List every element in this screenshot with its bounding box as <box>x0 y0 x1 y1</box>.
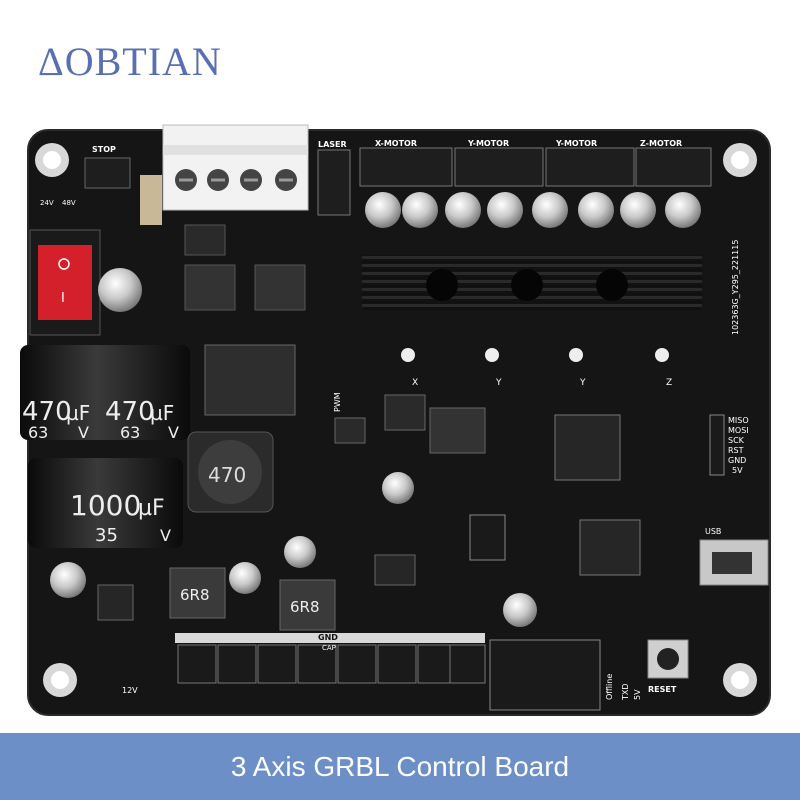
caption-bar: 3 Axis GRBL Control Board <box>0 733 800 800</box>
product-photo: STOP 24V 48V I 470 µF 470 µF 63 V 63 V 1… <box>20 124 771 716</box>
driver-pots <box>401 348 669 362</box>
silk-12v: 12V <box>122 686 138 695</box>
silk-x-motor: X-MOTOR <box>375 139 417 148</box>
bottom-limit-connectors <box>177 644 486 684</box>
control-board-image: STOP 24V 48V I 470 µF 470 µF 63 V 63 V 1… <box>20 124 771 716</box>
cap-63-b: 63 <box>120 423 140 442</box>
inductor-6r8-a: 6R8 <box>169 567 226 619</box>
silk-axis-y-1: Y <box>495 378 502 388</box>
silk-y-motor-2: Y-MOTOR <box>555 139 597 148</box>
brand-logo: ΔOBTIAN <box>38 39 222 84</box>
silk-gnd: GND <box>318 633 338 642</box>
silk-y-motor-1: Y-MOTOR <box>467 139 509 148</box>
ic-chips <box>97 224 641 621</box>
laser-connector <box>317 149 351 216</box>
cap-v-c: V <box>160 526 171 545</box>
fan-header <box>469 514 506 561</box>
inductor-6r8-b-label: 6R8 <box>290 598 320 616</box>
power-switch: I <box>29 229 101 336</box>
cap-35: 35 <box>95 525 118 546</box>
silk-sck: SCK <box>728 436 745 445</box>
voltage-jumper <box>140 175 162 225</box>
motor-connectors <box>359 147 712 187</box>
silk-laser: LASER <box>318 140 347 149</box>
capacitor-1000uf: 1000 µF 35 V <box>28 458 183 548</box>
serial-header <box>489 639 601 711</box>
silk-miso: MISO <box>728 416 749 425</box>
mounting-holes <box>35 143 757 697</box>
silk-axis-x: X <box>412 378 418 388</box>
bottom-header-strip <box>175 633 485 643</box>
silk-cap: CAP <box>322 644 336 652</box>
silk-txd: TXD <box>621 683 630 701</box>
power-terminal-block <box>162 124 309 211</box>
silk-reset: RESET <box>648 685 677 694</box>
silk-axis-y-2: Y <box>579 378 586 388</box>
silk-offline: Offline <box>605 674 614 700</box>
cap-470-unit-a: µF <box>66 401 90 425</box>
capacitor-470uf: 470 µF 470 µF 63 V 63 V <box>20 345 190 442</box>
inductor-470: 470 <box>187 431 274 513</box>
silk-48v: 48V <box>62 199 76 207</box>
cap-1000-unit: µF <box>138 496 165 521</box>
stop-connector <box>84 157 131 189</box>
silk-z-motor: Z-MOTOR <box>640 139 682 148</box>
silk-axis-z: Z <box>666 378 672 388</box>
cap-63-a: 63 <box>28 423 48 442</box>
silk-stop: STOP <box>92 145 116 154</box>
silk-rst: RST <box>728 446 744 455</box>
silk-5v-isp: 5V <box>732 466 743 475</box>
motor-capacitors <box>365 192 701 228</box>
cap-470-unit-b: µF <box>150 401 174 425</box>
silk-gnd-isp: GND <box>728 456 746 465</box>
cap-v-a: V <box>78 423 89 442</box>
product-caption: 3 Axis GRBL Control Board <box>230 750 570 782</box>
silk-24v: 24V <box>40 199 54 207</box>
misc-capacitors <box>50 268 537 627</box>
cap-1000-value: 1000 <box>70 489 141 522</box>
reset-button <box>647 639 689 679</box>
isp-header <box>709 414 725 476</box>
cap-470-value-a: 470 <box>22 397 72 427</box>
switch-mark: I <box>61 291 65 306</box>
inductor-6r8-b: 6R8 <box>279 579 336 631</box>
silk-usb: USB <box>705 527 721 536</box>
silk-mosi: MOSI <box>728 426 749 435</box>
silk-5v-tx: 5V <box>633 689 642 700</box>
cap-v-b: V <box>168 423 179 442</box>
silk-pwm: PWM <box>333 392 342 412</box>
inductor-470-label: 470 <box>208 463 246 487</box>
silk-version: 102363G_Y295_221115 <box>731 240 740 335</box>
inductor-6r8-a-label: 6R8 <box>180 586 210 604</box>
cap-470-value-b: 470 <box>105 397 155 427</box>
